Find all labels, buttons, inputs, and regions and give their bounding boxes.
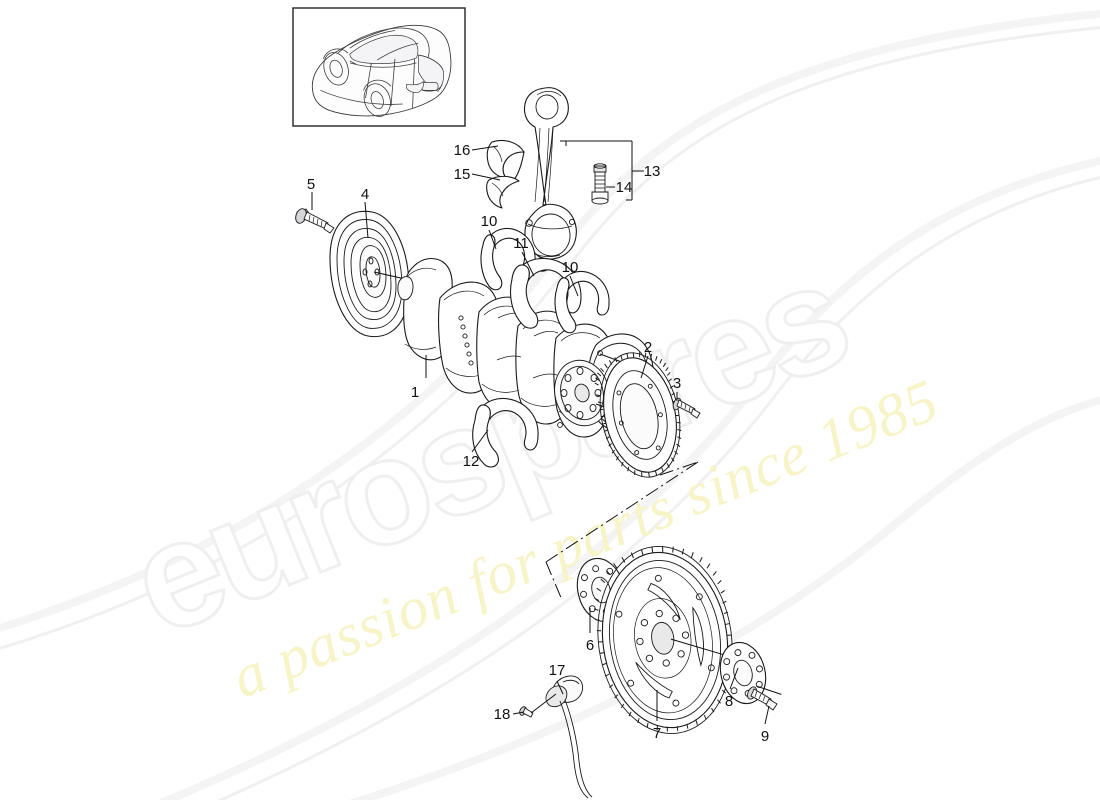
callout-3: 3 bbox=[673, 375, 681, 392]
sprocket-bolt bbox=[672, 397, 701, 419]
leader-10a bbox=[488, 229, 497, 250]
connecting-rod-bolt bbox=[591, 163, 609, 205]
leader-18 bbox=[512, 711, 525, 715]
assembly-centre-lines bbox=[545, 461, 699, 601]
callout-17: 17 bbox=[549, 662, 566, 679]
leader-2 bbox=[640, 355, 649, 379]
leader-17 bbox=[556, 680, 564, 695]
vibration-damper-pulley bbox=[329, 210, 433, 338]
vehicle-thumbnail bbox=[292, 7, 466, 127]
leader-16 bbox=[471, 145, 499, 151]
callout-labels: 1 2 3 4 5 6 7 8 9 10 11 10 12 13 14 15 1… bbox=[307, 142, 769, 745]
vibration-damper-group bbox=[295, 192, 433, 338]
flywheel-bolt bbox=[747, 686, 778, 711]
engine-speed-sensor-group bbox=[512, 675, 593, 799]
callout-14: 14 bbox=[616, 179, 633, 196]
bracket-13 bbox=[560, 140, 644, 201]
callout-12: 12 bbox=[463, 453, 480, 470]
leader-8 bbox=[729, 667, 739, 690]
main-bearing-shells bbox=[471, 227, 610, 468]
callout-8: 8 bbox=[725, 693, 733, 710]
leader-11 bbox=[521, 251, 535, 277]
callout-11: 11 bbox=[513, 235, 529, 252]
callout-9: 9 bbox=[761, 728, 769, 745]
leader-15 bbox=[471, 173, 501, 181]
crank-flange-bolt-circle bbox=[560, 366, 602, 420]
callout-5: 5 bbox=[307, 176, 315, 193]
leader-10b bbox=[569, 275, 579, 297]
leader-12 bbox=[471, 429, 489, 453]
callout-16: 16 bbox=[454, 142, 471, 159]
sensor-retaining-bolt bbox=[519, 693, 557, 718]
damper-centre-bolt bbox=[295, 208, 335, 234]
drive-sprocket-group bbox=[545, 352, 701, 601]
callout-4: 4 bbox=[361, 186, 369, 203]
callout-15: 15 bbox=[454, 166, 471, 183]
callout-13: 13 bbox=[644, 163, 661, 180]
callout-10a: 10 bbox=[481, 213, 498, 230]
callout-1: 1 bbox=[411, 384, 419, 401]
leader-9 bbox=[764, 705, 770, 725]
callout-18: 18 bbox=[494, 706, 511, 723]
callout-6: 6 bbox=[586, 637, 594, 654]
con-rod-bearing-shells bbox=[486, 139, 525, 209]
leader-4 bbox=[364, 201, 369, 239]
drive-gear-sprocket bbox=[594, 352, 682, 478]
flywheel-group bbox=[576, 546, 782, 734]
flywheel-drive-plate bbox=[593, 546, 741, 734]
callout-2: 2 bbox=[644, 339, 652, 356]
callout-7: 7 bbox=[653, 725, 661, 742]
callout-10b: 10 bbox=[562, 259, 579, 276]
